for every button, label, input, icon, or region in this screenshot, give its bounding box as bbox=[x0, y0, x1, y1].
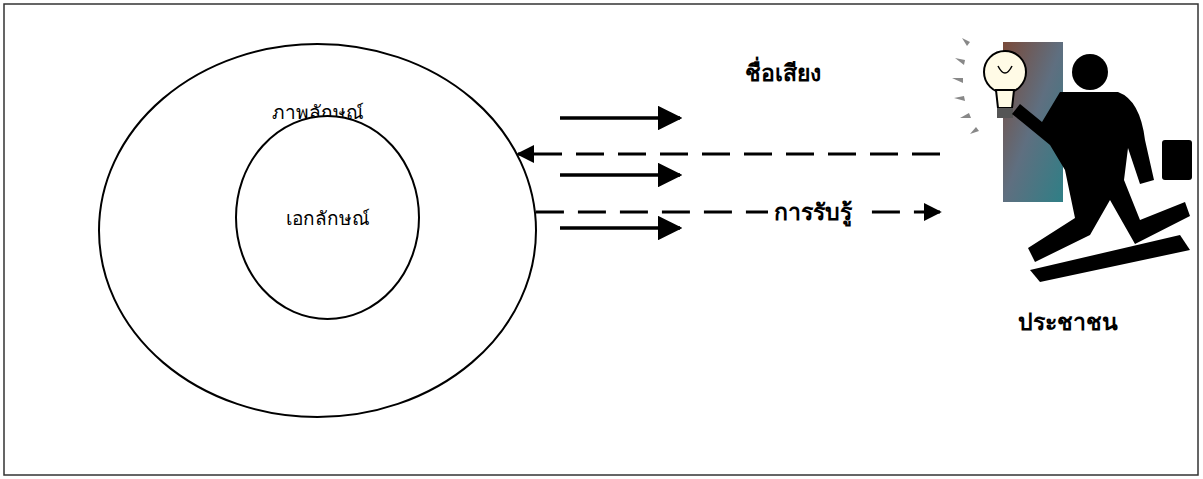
frame bbox=[4, 4, 1198, 475]
solid-arrow bbox=[560, 226, 680, 230]
light-rays bbox=[952, 38, 979, 134]
ellipse-outline bbox=[99, 44, 536, 417]
solid-arrow bbox=[560, 116, 680, 120]
people-figure: ประชาชน bbox=[940, 30, 1195, 345]
edge-label: การรับรู้ bbox=[768, 194, 858, 230]
node-label: ประชาชน bbox=[1018, 304, 1118, 340]
person-silhouette bbox=[1012, 54, 1192, 282]
dashed-arrow bbox=[536, 211, 940, 214]
ellipse-outline bbox=[236, 116, 419, 319]
edge-label: ชื่อเสียง bbox=[739, 55, 827, 91]
solid-arrow bbox=[560, 173, 680, 177]
dashed-arrow bbox=[518, 153, 940, 156]
circle-node: ภาพลักษณ์เอกลักษณ์ bbox=[98, 43, 537, 418]
node-label: เอกลักษณ์ bbox=[286, 203, 370, 233]
person-illustration bbox=[940, 30, 1195, 345]
circle-node: เอกลักษณ์ bbox=[235, 115, 420, 320]
